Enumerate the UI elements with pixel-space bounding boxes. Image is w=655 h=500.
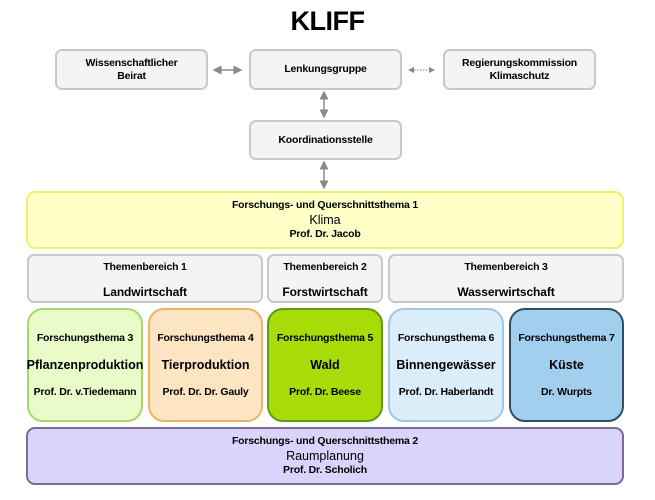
research-theme-lead: Prof. Dr. v.Tiedemann (33, 386, 137, 398)
cross-theme-2-name: Raumplanung (286, 449, 364, 463)
research-theme-heading: Forschungsthema 3 (36, 332, 134, 344)
diagram-title: KLIFF (290, 6, 365, 36)
research-theme-heading: Forschungsthema 4 (157, 332, 254, 344)
steering-group-box: Lenkungsgruppe (249, 49, 402, 90)
theme-area-heading: Themenbereich 3 (464, 261, 548, 273)
research-theme-lead: Prof. Dr. Haberlandt (398, 386, 494, 398)
research-theme-lead: Dr. Wurpts (541, 386, 592, 398)
research-theme-lead: Prof. Dr. Beese (289, 386, 361, 398)
government-commission-box: Regierungskommission Klimaschutz (443, 49, 596, 90)
theme-area-name: Landwirtschaft (103, 285, 187, 299)
theme-area-name: Forstwirtschaft (282, 285, 368, 299)
cross-theme-1-lead: Prof. Dr. Jacob (289, 228, 361, 240)
research-theme-5: Forschungsthema 5 Wald Prof. Dr. Beese (267, 308, 383, 422)
government-commission-line1: Regierungskommission (461, 56, 578, 69)
theme-area-1: Themenbereich 1 Landwirtschaft (27, 254, 263, 303)
theme-area-heading: Themenbereich 2 (283, 261, 367, 273)
theme-area-2: Themenbereich 2 Forstwirtschaft (267, 254, 383, 303)
research-theme-4: Forschungsthema 4 Tierproduktion Prof. D… (148, 308, 263, 422)
cross-theme-2-heading: Forschungs- und Querschnittsthema 2 (231, 435, 419, 447)
cross-theme-2-box: Forschungs- und Querschnittsthema 2 Raum… (26, 427, 624, 485)
cross-theme-1-box: Forschungs- und Querschnittsthema 1 Klim… (26, 191, 624, 249)
research-theme-lead: Prof. Dr. Dr. Gauly (162, 386, 249, 398)
research-theme-name: Wald (310, 358, 340, 372)
research-theme-6: Forschungsthema 6 Binnengewässer Prof. D… (388, 308, 504, 422)
research-theme-heading: Forschungsthema 6 (397, 332, 495, 344)
cross-theme-2-lead: Prof. Dr. Scholich (283, 464, 367, 476)
advisory-board-box: Wissenschaftlicher Beirat (55, 49, 208, 90)
theme-area-3: Themenbereich 3 Wasserwirtschaft (388, 254, 624, 303)
cross-theme-1-heading: Forschungs- und Querschnittsthema 1 (231, 199, 419, 211)
research-theme-heading: Forschungsthema 7 (518, 332, 615, 344)
research-theme-name: Pflanzenproduktion (26, 358, 144, 372)
government-commission-line2: Klimaschutz (489, 69, 550, 82)
theme-area-name: Wasserwirtschaft (457, 285, 555, 299)
cross-theme-1-name: Klima (309, 213, 341, 227)
steering-group-label: Lenkungsgruppe (284, 63, 367, 75)
research-theme-3: Forschungsthema 3 Pflanzenproduktion Pro… (27, 308, 143, 422)
research-theme-7: Forschungsthema 7 Küste Dr. Wurpts (509, 308, 624, 422)
coordination-office-box: Koordinationsstelle (249, 120, 402, 160)
research-theme-name: Küste (549, 358, 584, 372)
advisory-board-line1: Wissenschaftlicher (85, 56, 178, 69)
research-theme-heading: Forschungsthema 5 (276, 332, 374, 344)
research-theme-name: Binnengewässer (396, 358, 496, 372)
theme-area-heading: Themenbereich 1 (103, 261, 187, 273)
research-theme-name: Tierproduktion (161, 358, 250, 372)
advisory-board-line2: Beirat (117, 69, 146, 82)
coordination-office-label: Koordinationsstelle (278, 133, 373, 146)
